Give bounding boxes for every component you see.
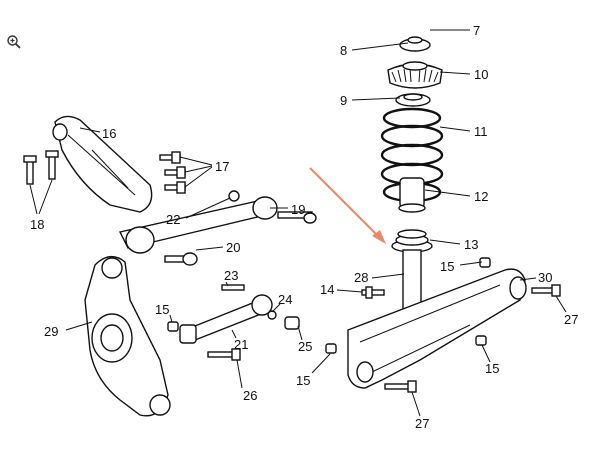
bolt-pair-18 (23, 150, 59, 185)
callout-10: 10 (474, 67, 488, 82)
callout-26: 26 (243, 388, 257, 403)
callout-25: 25 (298, 339, 312, 354)
callout-30: 30 (538, 270, 552, 285)
callout-8: 8 (340, 43, 347, 58)
bolts-misc (207, 284, 561, 393)
nut-15 (167, 257, 491, 354)
callouts: 8 7 10 9 11 12 13 15 30 27 14 28 16 17 1… (30, 23, 578, 431)
callout-19: 19 (291, 202, 305, 217)
lower-spring-seat (391, 229, 433, 253)
callout-24: 24 (278, 292, 292, 307)
upper-control-arm (52, 115, 153, 213)
callout-14: 14 (320, 282, 334, 297)
callout-15-c: 15 (296, 373, 310, 388)
callout-20: 20 (226, 240, 240, 255)
leader-lines (29, 29, 567, 417)
callout-15-a: 15 (440, 259, 454, 274)
callout-28: 28 (354, 270, 368, 285)
upper-mount-cap (399, 36, 431, 52)
callout-17: 17 (215, 159, 229, 174)
jounce-bumper (398, 177, 426, 213)
callout-18: 18 (30, 217, 44, 232)
callout-9: 9 (340, 93, 347, 108)
callout-15-d: 15 (485, 361, 499, 376)
zoom-in-icon (7, 35, 21, 49)
callout-11: 11 (474, 124, 488, 139)
callout-12: 12 (474, 189, 488, 204)
bolt-set-17 (159, 151, 186, 194)
spring-isolator (395, 93, 431, 107)
callout-7: 7 (473, 23, 480, 38)
upper-mount-bearing (387, 61, 443, 89)
lower-control-arm (347, 268, 527, 389)
lateral-link-upper (118, 190, 317, 266)
callout-13: 13 (464, 237, 478, 252)
knuckle (84, 256, 171, 417)
callout-22: 22 (166, 212, 180, 227)
callout-21: 21 (234, 337, 248, 352)
callout-27-b: 27 (415, 416, 429, 431)
callout-27-a: 27 (564, 312, 578, 327)
callout-23: 23 (224, 268, 238, 283)
orange-arrow (309, 167, 386, 244)
callout-15-b: 15 (155, 302, 169, 317)
toe-link (179, 284, 300, 344)
callout-29: 29 (44, 324, 58, 339)
callout-16: 16 (102, 126, 116, 141)
zoom-control[interactable] (6, 34, 22, 50)
